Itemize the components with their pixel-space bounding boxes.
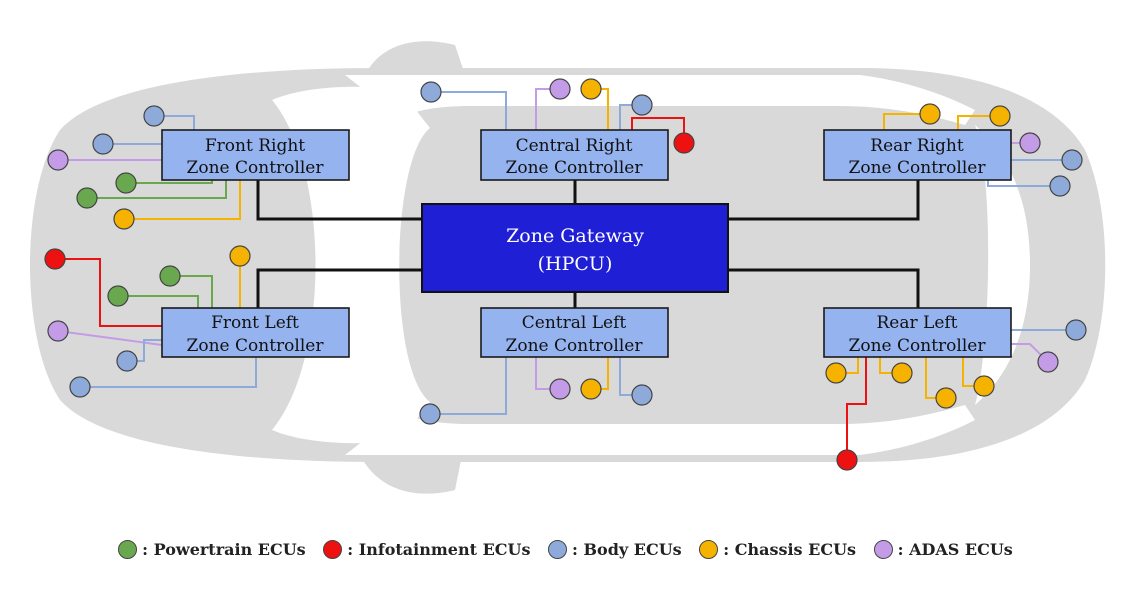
zone-title: Front Right	[205, 136, 305, 156]
ecu-powertrain	[107, 285, 129, 307]
ecu-body	[92, 133, 114, 155]
ecu-powertrain	[76, 187, 98, 209]
ecu-chassis	[989, 105, 1011, 127]
body-dot-icon	[548, 540, 568, 559]
ecu-body	[116, 350, 138, 372]
ecu-body	[631, 384, 653, 406]
ecu-chassis	[113, 208, 135, 230]
gateway-title: Zone Gateway	[506, 225, 644, 247]
link-front-left	[256, 268, 422, 308]
legend-label: : ADAS ECUs	[897, 540, 1013, 559]
chassis-dot-icon	[699, 540, 719, 559]
ecu-infotainment	[44, 248, 66, 270]
link-rear-right	[728, 180, 920, 221]
zone-controller-rear-left[interactable]: Rear Left Zone Controller	[823, 307, 1012, 358]
ecu-body	[143, 105, 165, 127]
ecu-nodes	[44, 78, 1087, 471]
ecu-chassis	[229, 245, 251, 267]
legend-label: : Infotainment ECUs	[347, 540, 531, 559]
legend-powertrain: : Powertrain ECUs	[118, 540, 306, 559]
zone-controller-rear-right[interactable]: Rear Right Zone Controller	[823, 129, 1012, 181]
zone-controller-front-right[interactable]: Front Right Zone Controller	[161, 129, 350, 181]
zone-subtitle: Zone Controller	[187, 158, 325, 178]
ecu-chassis	[580, 78, 602, 100]
ecu-chassis	[891, 362, 913, 384]
zone-subtitle: Zone Controller	[849, 336, 987, 356]
ecu-adas	[549, 78, 571, 100]
ecu-infotainment	[673, 132, 695, 154]
legend-body: : Body ECUs	[548, 540, 682, 559]
backbone-links	[256, 180, 920, 308]
ecu-powertrain	[115, 172, 137, 194]
ecu-body	[420, 81, 442, 103]
zone-controller-central-right[interactable]: Central Right Zone Controller	[480, 129, 669, 181]
infotainment-dot-icon	[323, 540, 343, 559]
zone-subtitle: Zone Controller	[849, 158, 987, 178]
zone-title: Rear Right	[870, 136, 964, 156]
legend: : Powertrain ECUs : Infotainment ECUs : …	[0, 540, 1131, 563]
zone-title: Central Left	[522, 313, 627, 333]
ecu-adas	[1019, 132, 1041, 154]
zone-subtitle: Zone Controller	[506, 336, 644, 356]
legend-label: : Chassis ECUs	[723, 540, 857, 559]
ecu-adas	[549, 378, 571, 400]
ecu-body	[1049, 175, 1071, 197]
legend-chassis: : Chassis ECUs	[699, 540, 856, 559]
adas-dot-icon	[873, 540, 893, 559]
roof-bottom-window	[345, 405, 975, 455]
ecu-chassis	[973, 375, 995, 397]
ecu-chassis	[919, 103, 941, 125]
ecu-adas	[47, 149, 69, 171]
zone-gateway[interactable]: Zone Gateway (HPCU)	[421, 203, 729, 293]
side-mirror-top	[365, 41, 465, 75]
ecu-powertrain	[159, 265, 181, 287]
ecu-chassis	[935, 387, 957, 409]
zone-title: Central Right	[516, 136, 633, 156]
ecu-adas	[47, 320, 69, 342]
ecu-body	[1061, 149, 1083, 171]
side-mirror-bottom	[360, 455, 462, 494]
powertrain-dot-icon	[118, 540, 138, 559]
roof-top-window	[345, 75, 975, 125]
link-front-right	[256, 180, 422, 221]
zone-title: Front Left	[211, 313, 299, 333]
legend-label: : Powertrain ECUs	[142, 540, 306, 559]
ecu-chassis	[825, 362, 847, 384]
zonal-architecture-diagram: Front Right Zone Controller Central Righ…	[30, 41, 1106, 494]
legend-adas: : ADAS ECUs	[873, 540, 1013, 559]
legend-label: : Body ECUs	[572, 540, 682, 559]
ecu-body	[1065, 319, 1087, 341]
gateway-subtitle: (HPCU)	[538, 253, 613, 275]
zone-controller-central-left[interactable]: Central Left Zone Controller	[480, 307, 669, 358]
zone-subtitle: Zone Controller	[187, 336, 325, 356]
zone-title: Rear Left	[877, 313, 958, 333]
zone-subtitle: Zone Controller	[506, 158, 644, 178]
legend-infotainment: : Infotainment ECUs	[323, 540, 530, 559]
link-rear-left	[728, 268, 920, 308]
ecu-adas	[1037, 351, 1059, 373]
ecu-infotainment	[836, 449, 858, 471]
ecu-chassis	[580, 378, 602, 400]
zone-controller-front-left[interactable]: Front Left Zone Controller	[161, 307, 350, 358]
ecu-body	[69, 376, 91, 398]
ecu-body	[631, 94, 653, 116]
ecu-body	[419, 403, 441, 425]
